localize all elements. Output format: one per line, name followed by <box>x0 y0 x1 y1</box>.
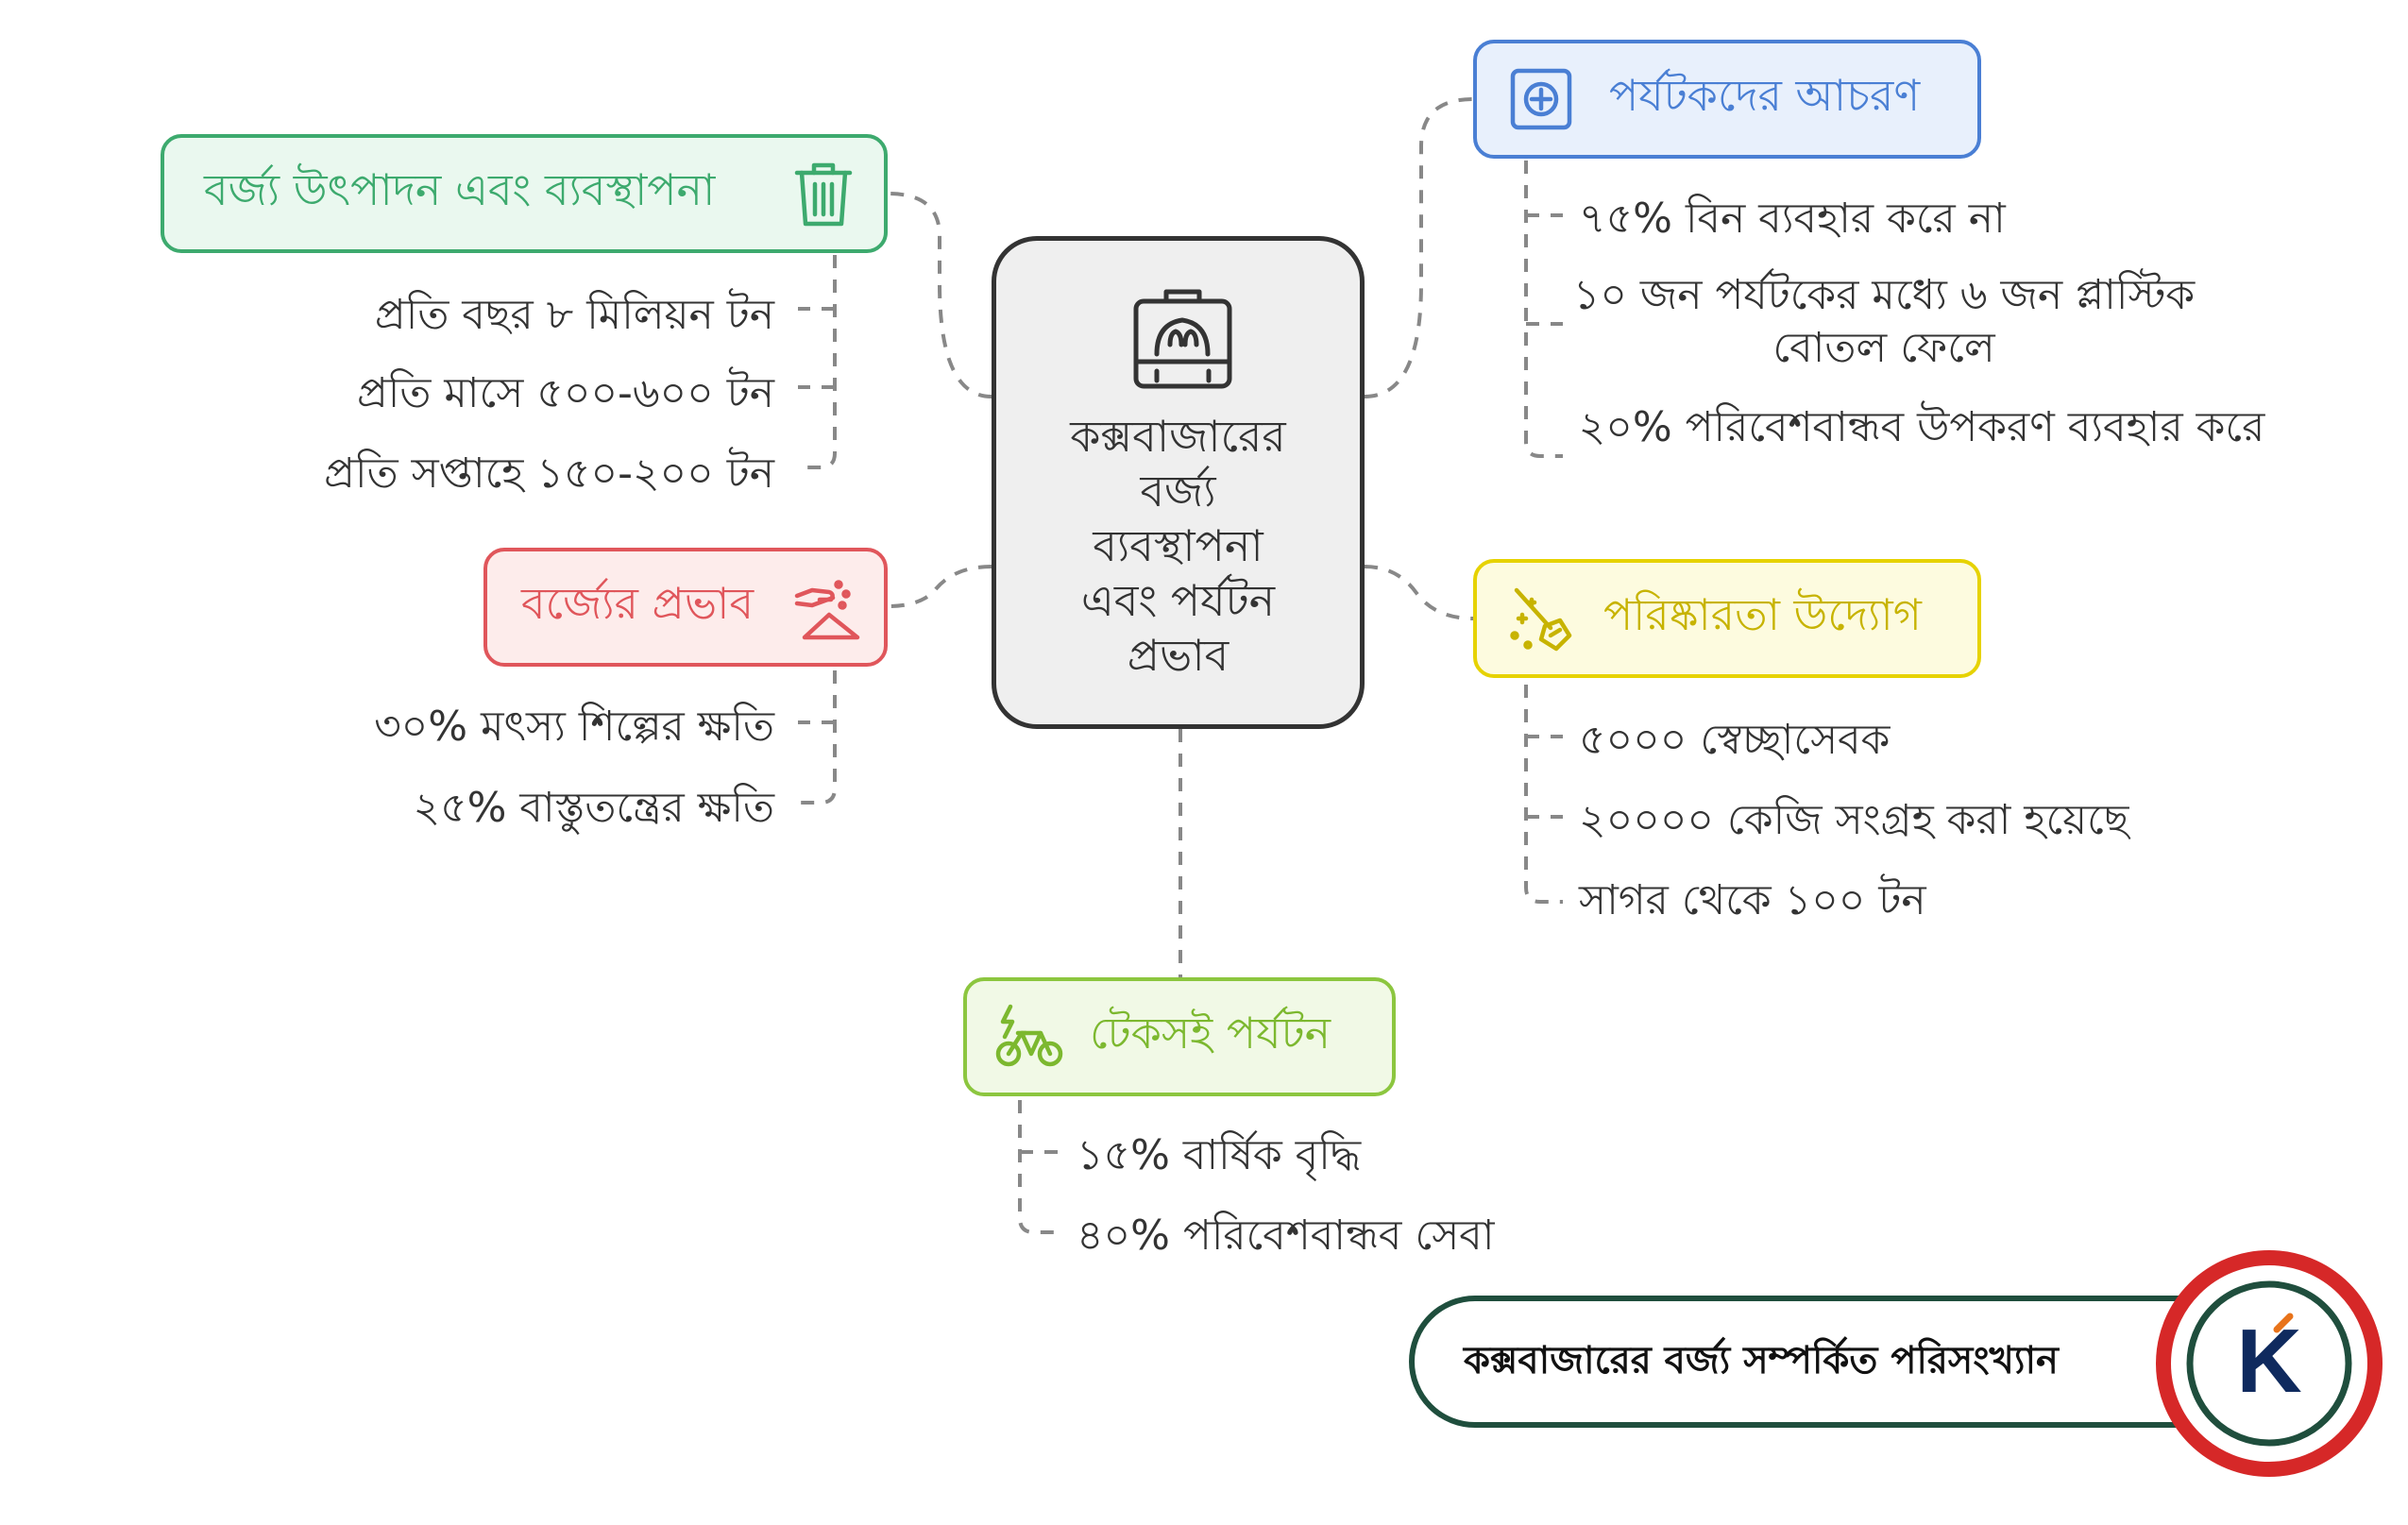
list-item: প্রতি সপ্তাহে ১৫০-২০০ টন <box>324 449 774 498</box>
sustainable-tourism-title: টেকসই পর্যটন <box>1090 1008 1331 1059</box>
cleanliness-node[interactable]: পরিষ্কারতা উদ্যোগ <box>1473 559 1981 678</box>
center-title-line: কক্সবাজারের <box>1070 411 1286 462</box>
statistics-badge-text: কক্সবাজারের বর্জ্য সম্পর্কিত পরিসংখ্যান <box>1464 1338 2059 1382</box>
statistics-badge: কক্সবাজারের বর্জ্য সম্পর্কিত পরিসংখ্যান <box>1409 1296 2245 1428</box>
center-title-line: বর্জ্য <box>1140 466 1216 517</box>
plus-box-icon <box>1510 68 1572 130</box>
center-title-line: ব্যবস্থাপনা <box>1093 520 1263 571</box>
sparkle-broom-icon <box>1510 587 1572 652</box>
center-title: কক্সবাজারের বর্জ্য ব্যবস্থাপনা এবং পর্যট… <box>1006 409 1350 683</box>
waste-generation-title: বর্জ্য উৎপাদন এবং ব্যবস্থাপনা <box>204 164 716 215</box>
list-item: ৩০% মৎস্য শিল্পের ক্ষতি <box>374 703 774 751</box>
list-item: ৭৫% বিন ব্যবহার করে না <box>1579 195 2006 243</box>
list-item: ৫০০০ স্বেচ্ছাসেবক <box>1579 716 1891 764</box>
center-topic: কক্সবাজারের বর্জ্য ব্যবস্থাপনা এবং পর্যট… <box>992 236 1365 729</box>
k-logo-letter: K <box>2236 1311 2301 1412</box>
center-title-line: এবং পর্যটন <box>1080 575 1276 626</box>
waste-impact-node[interactable]: বর্জ্যের প্রভাব <box>483 548 888 667</box>
waste-generation-node[interactable]: বর্জ্য উৎপাদন এবং ব্যবস্থাপনা <box>161 134 888 253</box>
list-item: ১৫% বার্ষিক বৃদ্ধি <box>1077 1131 1362 1179</box>
briefcase-icon <box>1133 289 1232 389</box>
sustainable-tourism-node[interactable]: টেকসই পর্যটন <box>963 977 1396 1096</box>
list-item: ২০% পরিবেশবান্ধব উপকরণ ব্যবহার করে <box>1578 403 2265 451</box>
tourist-behavior-title: পর্যটকদের আচরণ <box>1609 70 1921 121</box>
list-item: ২৫% বাস্তুতন্ত্রের ক্ষতি <box>413 784 774 832</box>
polluting-hand-icon <box>794 580 860 640</box>
waste-impact-title: বর্জ্যের প্রভাব <box>521 578 755 629</box>
electric-bicycle-icon <box>995 1004 1063 1067</box>
k-logo-icon: K <box>2156 1250 2383 1477</box>
cleanliness-title: পরিষ্কারতা উদ্যোগ <box>1603 589 1922 640</box>
trash-can-icon <box>794 162 853 227</box>
list-item: প্রতি মাসে ৫০০-৬০০ টন <box>356 369 774 417</box>
list-item: ৪০% পরিবেশবান্ধব সেবা <box>1077 1212 1495 1260</box>
list-item: ১০ জন পর্যটকের মধ্যে ৬ জন প্লাস্টিক বোতল… <box>1572 271 2196 372</box>
list-item: সাগর থেকে ১০০ টন <box>1579 876 1926 924</box>
list-item: প্রতি বছর ৮ মিলিয়ন টন <box>374 291 774 339</box>
tourist-behavior-node[interactable]: পর্যটকদের আচরণ <box>1473 40 1981 159</box>
list-item: ২০০০০ কেজি সংগ্রহ করা হয়েছে <box>1579 796 2129 844</box>
center-title-line: প্রভাব <box>1127 630 1229 681</box>
